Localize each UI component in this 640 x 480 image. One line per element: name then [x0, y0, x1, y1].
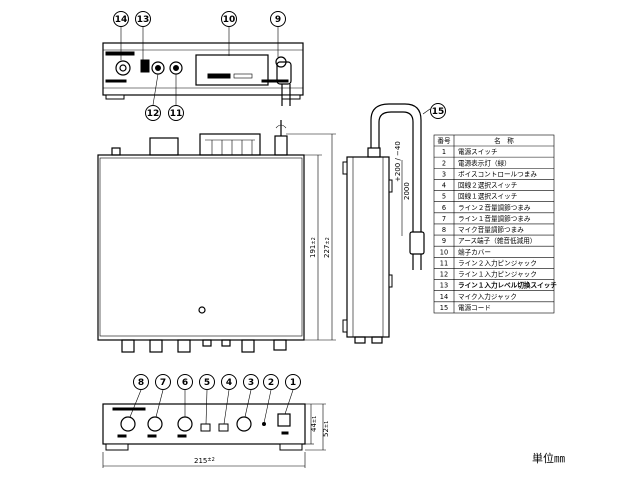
svg-text:7: 7	[160, 378, 166, 388]
table-cell-name: マイク入力ジャック	[458, 292, 517, 301]
callout-6: 6	[177, 374, 193, 390]
table-header-no: 番号	[437, 137, 451, 145]
table-cell-no: 6	[442, 204, 446, 212]
rear-leaders	[120, 27, 279, 106]
callout-7: 7	[155, 374, 171, 390]
table-cell-name: 電源表示灯（緑）	[458, 158, 511, 167]
side-view	[342, 103, 431, 344]
table-cell-no: 10	[440, 248, 448, 256]
svg-text:14: 14	[115, 15, 128, 25]
width-label: 215±2	[194, 457, 215, 465]
callout-8: 8	[133, 374, 149, 390]
table-cell-name: アース端子（雑音低減用）	[458, 236, 536, 245]
callout-10: 10	[221, 11, 237, 27]
svg-text:5: 5	[204, 378, 210, 388]
callout-9: 9	[270, 11, 286, 27]
height-total-label: 52±1	[322, 421, 330, 437]
svg-text:9: 9	[275, 15, 281, 25]
callout-3: 3	[243, 374, 259, 390]
table-cell-no: 4	[442, 182, 446, 190]
table-cell-no: 8	[442, 226, 446, 234]
table-cell-no: 7	[442, 215, 446, 223]
table-cell-name: ライン１入力ピンジャック	[458, 270, 537, 279]
table-cell-name: ライン１音量調節つまみ	[458, 214, 531, 223]
table-cell-no: 14	[440, 293, 448, 301]
table-cell-name: ライン２音量調節つまみ	[458, 203, 531, 212]
table-cell-name: 回線２選択スイッチ	[458, 181, 518, 190]
svg-text:2: 2	[268, 378, 274, 388]
svg-text:8: 8	[138, 378, 144, 388]
top-view	[97, 120, 305, 353]
callout-1: 1	[285, 374, 301, 390]
callout-15: 15	[430, 103, 446, 119]
svg-text:6: 6	[182, 378, 188, 388]
unit-label: 単位㎜	[532, 451, 565, 465]
table-cell-name: ボイスコントロールつまみ	[458, 170, 537, 178]
table-cell-no: 3	[442, 170, 446, 178]
callout-14: 14	[113, 11, 129, 27]
callout-12: 12	[145, 105, 161, 121]
table-cell-no: 15	[440, 304, 448, 312]
svg-text:13: 13	[137, 15, 150, 25]
parts-table: 番号 名 称 1 電源スイッチ 2 電源表示灯（緑） 3 ボイスコントロールつまみ 4 回線２…	[433, 134, 557, 314]
callout-4: 4	[221, 374, 237, 390]
front-leaders	[129, 389, 294, 425]
svg-text:1: 1	[290, 378, 296, 388]
depth-dimensions	[286, 133, 336, 341]
rear-view	[102, 42, 304, 106]
table-cell-name: 端子カバー	[458, 247, 491, 256]
table-cell-no: 9	[442, 237, 446, 245]
callout-5: 5	[199, 374, 215, 390]
callout-13: 13	[135, 11, 151, 27]
table-header-name: 名 称	[494, 136, 514, 145]
table-cell-no: 13	[440, 282, 448, 290]
svg-text:12: 12	[147, 109, 160, 119]
table-cell-no: 1	[442, 148, 446, 156]
svg-text:4: 4	[226, 378, 232, 388]
table-cell-no: 12	[440, 271, 448, 279]
cord-length-label: 2000	[403, 182, 411, 200]
table-cell-no: 5	[442, 193, 446, 201]
table-cell-name: マイク音量調節つまみ	[458, 225, 524, 234]
table-cell-name: 電源コード	[458, 303, 491, 312]
callout-11: 11	[168, 105, 184, 121]
table-cell-no: 11	[440, 259, 448, 267]
svg-text:10: 10	[223, 15, 236, 25]
table-cell-name: 回線１選択スイッチ	[458, 192, 518, 201]
table-rows: 1 電源スイッチ 2 電源表示灯（緑） 3 ボイスコントロールつまみ 4 回線２選択スイッチ 5…	[434, 147, 557, 312]
front-view	[102, 403, 306, 451]
svg-text:11: 11	[170, 109, 183, 119]
svg-text:3: 3	[248, 378, 254, 388]
depth-body-label: 191±2	[309, 237, 317, 258]
height-body-label: 44±1	[310, 416, 318, 432]
table-cell-name: ライン２入力ピンジャック	[458, 258, 537, 267]
depth-total-label: 227±2	[323, 237, 331, 258]
svg-text:15: 15	[432, 107, 445, 117]
table-cell-no: 2	[442, 159, 446, 167]
table-cell-name: ライン１入力レベル切換スイッチ	[458, 281, 557, 290]
cord-length-tol: +200 / −40	[394, 141, 402, 182]
table-cell-name: 電源スイッチ	[458, 147, 498, 156]
callout-2: 2	[263, 374, 279, 390]
front-dimensions	[102, 403, 326, 468]
